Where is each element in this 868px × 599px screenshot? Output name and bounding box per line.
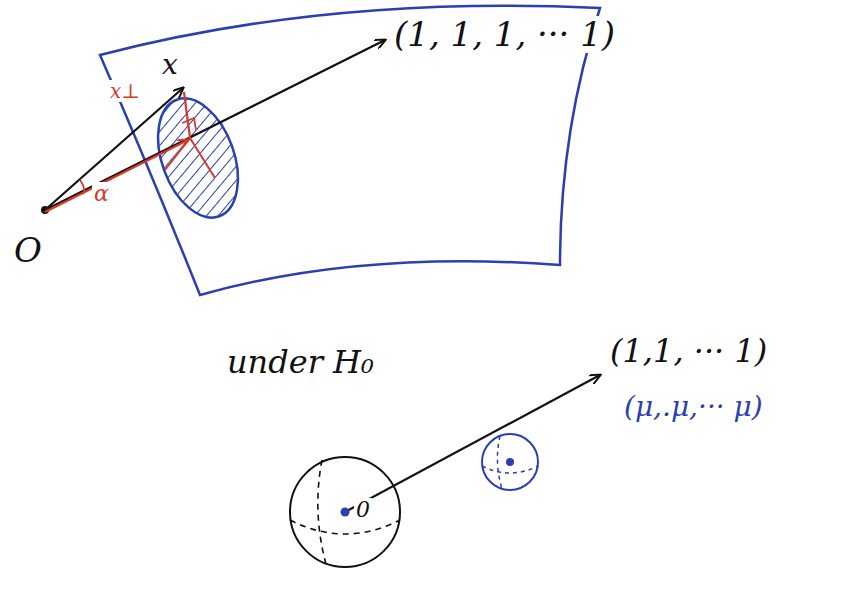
vector-label: (1,1, ··· 1)	[608, 334, 769, 369]
vector-name: x	[160, 50, 180, 81]
hypothesis-note: under H₀	[225, 345, 376, 380]
vector-label: (1, 1, 1, ··· 1)	[392, 16, 617, 53]
origin-label: 0	[354, 498, 372, 522]
component-label: x⊥	[108, 80, 142, 102]
origin-label: O	[12, 232, 44, 269]
mean-vector-label: (μ,.μ,··· μ)	[622, 392, 765, 423]
angle-label: α	[92, 182, 111, 206]
